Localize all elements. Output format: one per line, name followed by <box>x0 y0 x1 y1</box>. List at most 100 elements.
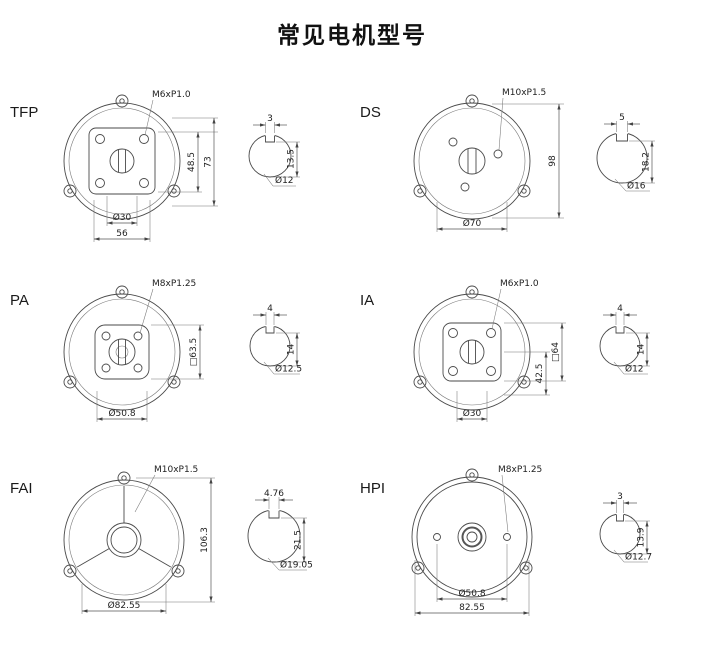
mount-plate <box>94 324 150 380</box>
mounting-ears <box>63 471 185 578</box>
motor-cell-hpi: HPI <box>352 452 702 640</box>
thread-callout: M10xP1.5 <box>134 465 198 513</box>
fai-drawing: M10xP1.5 106.3 Ø82.55 4. <box>63 465 313 614</box>
dim-label: 82.55 <box>459 603 485 613</box>
key-height-label: 18.2 <box>642 152 652 172</box>
key-width-label: 3 <box>267 114 273 124</box>
motor-name-fai: FAI <box>10 480 33 497</box>
flange-view <box>413 94 531 220</box>
spokes <box>76 486 172 568</box>
thread-callout: M8xP1.25 <box>139 279 196 334</box>
key-height-label: 14 <box>637 344 647 356</box>
dim-label: 48.5 <box>187 152 197 172</box>
motor-name-hpi: HPI <box>360 480 386 497</box>
shaft-diameter-label: Ø12.5 <box>275 364 302 375</box>
shaft-diameter-label: Ø16 <box>627 181 646 192</box>
key-height-label: 13.5 <box>287 149 297 169</box>
dim-label: 106.3 <box>200 527 210 553</box>
dimension-lines: 48.5 73 Ø30 56 <box>93 117 218 242</box>
thread-callout: M6xP1.0 <box>144 90 191 136</box>
thread-label: M10xP1.5 <box>154 465 198 475</box>
mounting-ears <box>63 94 181 198</box>
motor-cell-ia: IA <box>352 264 702 452</box>
dim-label: □64 <box>551 342 561 362</box>
mount-plate <box>88 127 156 195</box>
hpi-drawing: M8xP1.25 Ø50.8 82.55 3 <box>411 465 652 616</box>
shaft-diameter-label: Ø12 <box>625 364 644 375</box>
shaft-diameter-label: Ø12.7 <box>625 552 652 563</box>
thread-label: M10xP1.5 <box>502 88 546 98</box>
shaft-diameter-label: Ø19.05 <box>280 560 313 571</box>
thread-label: M6xP1.0 <box>152 90 191 100</box>
dim-label: Ø82.55 <box>108 600 141 611</box>
key-width-label: 4.76 <box>264 489 284 499</box>
ds-drawing: M10xP1.5 98 Ø70 5 <box>413 88 655 232</box>
dim-label: 98 <box>548 155 558 167</box>
flange-view <box>411 468 533 598</box>
diagram-grid: TFP <box>2 76 702 640</box>
thread-label: M8xP1.25 <box>152 279 196 289</box>
key-width-label: 5 <box>619 113 625 123</box>
center-bore <box>459 339 485 365</box>
dim-label: 73 <box>204 156 214 167</box>
motor-name-tfp: TFP <box>10 104 39 121</box>
center-hub <box>457 522 487 552</box>
key-width-label: 4 <box>267 304 273 314</box>
flange-view <box>63 471 185 601</box>
center-bore <box>109 148 135 174</box>
flange-view <box>413 285 531 411</box>
motor-name-pa: PA <box>10 292 29 309</box>
dim-label: Ø30 <box>463 408 482 419</box>
thread-callout: M8xP1.25 <box>498 465 542 533</box>
motor-cell-tfp: TFP <box>2 76 352 264</box>
dimension-lines: 106.3 Ø82.55 <box>81 477 215 614</box>
shaft-section: 3 13.5 Ø12 <box>248 114 300 187</box>
bolt-holes <box>433 533 511 541</box>
bolt-holes <box>448 137 503 192</box>
shaft-section: 4 14 Ø12.5 <box>249 304 302 375</box>
shaft-section: 3 13.9 Ø12.7 <box>599 492 652 563</box>
dimension-lines: 98 Ø70 <box>436 103 564 232</box>
dimension-lines: Ø50.8 82.55 <box>414 544 530 616</box>
shaft-section: 4 14 Ø12 <box>599 304 650 375</box>
dim-label: Ø30 <box>113 212 132 223</box>
center-hub <box>106 522 142 558</box>
shaft-section: 5 18.2 Ø16 <box>596 113 655 192</box>
dim-label: Ø50.8 <box>458 588 485 599</box>
motor-name-ds: DS <box>360 104 381 121</box>
shaft-section: 4.76 21.5 Ø19.05 <box>247 489 313 571</box>
ia-drawing: M6xP1.0 42.5 □64 Ø30 <box>413 279 650 422</box>
mounting-ears <box>413 94 531 198</box>
key-height-label: 13.9 <box>637 527 647 547</box>
key-height-label: 14 <box>287 344 297 356</box>
center-bore <box>108 338 136 366</box>
bolt-holes <box>101 331 143 373</box>
center-bore <box>458 147 486 175</box>
mount-plate <box>442 322 502 382</box>
tfp-drawing: M6xP1.0 48.5 73 Ø30 56 <box>63 90 300 242</box>
motor-cell-ds: DS <box>352 76 702 264</box>
thread-label: M8xP1.25 <box>498 465 542 475</box>
key-height-label: 21.5 <box>294 530 304 550</box>
dimension-lines: □63.5 Ø50.8 <box>96 324 204 422</box>
dimension-lines: 42.5 □64 Ø30 <box>456 322 566 422</box>
mounting-ears <box>411 468 533 575</box>
dim-label: □63.5 <box>189 338 199 367</box>
page-title: 常见电机型号 <box>277 22 427 48</box>
motor-name-ia: IA <box>360 292 375 309</box>
dim-label: Ø50.8 <box>108 408 135 419</box>
flange-view <box>63 285 181 411</box>
bolt-holes <box>95 134 149 188</box>
mounting-ears <box>63 285 181 389</box>
thread-label: M6xP1.0 <box>500 279 539 289</box>
dim-label: 56 <box>116 229 128 239</box>
dim-label: Ø70 <box>463 218 482 229</box>
motor-cell-pa: PA <box>2 264 352 452</box>
mounting-ears <box>413 285 531 389</box>
motor-cell-fai: FAI <box>2 452 352 640</box>
flange-view <box>63 94 181 220</box>
pa-drawing: M8xP1.25 □63.5 Ø50.8 4 <box>63 279 302 422</box>
dim-label: 42.5 <box>535 363 545 383</box>
key-width-label: 3 <box>617 492 623 502</box>
